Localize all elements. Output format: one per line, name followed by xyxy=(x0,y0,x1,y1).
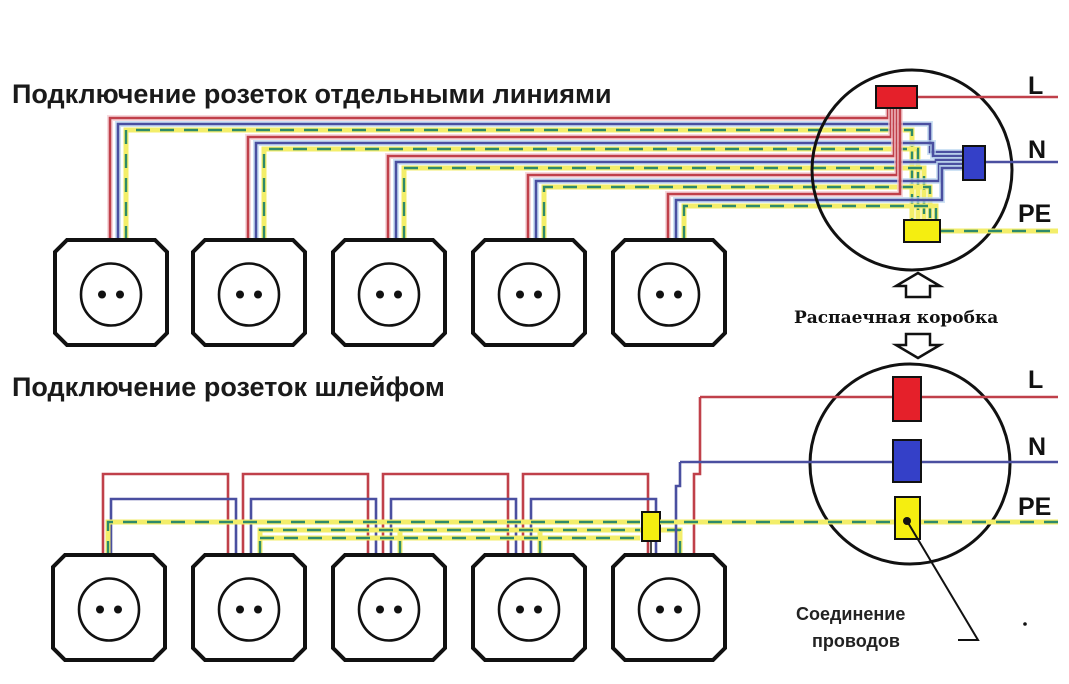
live-jumper-1 xyxy=(101,472,230,555)
socket-bottom-2 xyxy=(191,553,307,662)
connection-note-line2: проводов xyxy=(812,631,900,651)
label-earth-top: PE xyxy=(1018,200,1051,228)
socket-face-icon xyxy=(77,577,141,642)
earth-wire-5-green xyxy=(682,204,938,240)
socket-pin-icon xyxy=(116,290,124,299)
socket-face-icon xyxy=(217,262,281,327)
socket-pin-icon xyxy=(96,605,104,614)
socket-pin-icon xyxy=(376,290,384,299)
bottom-junction-box: L N PE Соединение проводов xyxy=(660,362,1058,651)
socket-pin-icon xyxy=(534,290,542,299)
socket-top-4 xyxy=(471,238,587,347)
socket-pin-icon xyxy=(516,290,524,299)
junction-box-caption: Распаечная коробка xyxy=(794,271,998,360)
socket-pin-icon xyxy=(254,290,262,299)
socket-face-icon xyxy=(217,577,281,642)
socket-pin-icon xyxy=(674,290,682,299)
socket-face-icon xyxy=(637,262,701,327)
label-live-top: L xyxy=(1028,72,1043,100)
socket-pin-icon xyxy=(98,290,106,299)
socket-face-icon xyxy=(79,262,143,327)
neutral-jumper-2 xyxy=(249,497,378,555)
label-live-bottom: L xyxy=(1028,366,1043,394)
top-junction-box: L N PE xyxy=(810,68,1058,272)
neutral-wire-1 xyxy=(116,122,963,240)
arrow-down-icon xyxy=(891,332,945,360)
socket-pin-icon xyxy=(674,605,682,614)
neutral-jumper-3 xyxy=(389,497,518,555)
socket-pin-icon xyxy=(376,605,384,614)
socket-face-icon xyxy=(357,577,421,642)
label-earth-bottom: PE xyxy=(1018,493,1051,521)
earth-drop-4-yellow xyxy=(537,527,640,555)
top-section-title: Подключение розеток отдельными линиями xyxy=(12,79,612,109)
socket-pin-icon xyxy=(516,605,524,614)
socket-pin-icon xyxy=(534,605,542,614)
earth-wire-5-yellow xyxy=(681,203,939,240)
live-jumper-3 xyxy=(381,472,510,555)
earth-wire-3-green xyxy=(402,166,926,240)
socket-pin-icon xyxy=(236,290,244,299)
socket-top-1 xyxy=(53,238,169,347)
socket-bottom-1 xyxy=(51,553,167,662)
live-wire-5 xyxy=(666,108,902,240)
neutral-wire-2 xyxy=(254,141,963,240)
connection-note-line1: Соединение xyxy=(796,604,905,624)
top-wiring-group xyxy=(107,108,963,240)
earth-wire-4-green xyxy=(542,185,932,240)
socket-top-5 xyxy=(611,238,727,347)
pointer-line xyxy=(906,520,980,641)
socket-pin-icon xyxy=(254,605,262,614)
socket-face-icon xyxy=(497,577,561,642)
earth-bus-main-green xyxy=(106,520,640,555)
socket-bottom-3 xyxy=(331,553,447,662)
socket-face-icon xyxy=(357,262,421,327)
socket-bottom-4 xyxy=(471,553,587,662)
socket-pin-icon xyxy=(236,605,244,614)
neutral-terminal-block xyxy=(962,145,986,181)
socket-pin-icon xyxy=(394,290,402,299)
earth-drop-4-green xyxy=(538,528,640,555)
earth-drop-2-green xyxy=(258,528,640,555)
socket-pin-icon xyxy=(114,605,122,614)
socket-face-icon xyxy=(497,262,561,327)
stray-dot xyxy=(1023,622,1027,626)
junction-box-circle xyxy=(810,68,1014,272)
arrow-up-icon xyxy=(891,271,945,299)
earth-drop-3-green xyxy=(398,528,640,555)
socket-pin-icon xyxy=(394,605,402,614)
neutral-jumper-4 xyxy=(529,497,658,555)
earth-drop-3-yellow xyxy=(397,527,640,555)
label-neutral-bottom: N xyxy=(1028,433,1046,461)
neutral-wire-5 xyxy=(674,166,963,240)
live-terminal-block xyxy=(875,85,918,109)
socket-bottom-5 xyxy=(611,553,727,662)
junction-box-circle-bottom xyxy=(808,362,1012,566)
label-neutral-top: N xyxy=(1028,136,1046,164)
bottom-socket-row xyxy=(51,553,727,662)
socket-face-icon xyxy=(637,577,701,642)
neutral-jumper-1 xyxy=(109,497,238,555)
socket-pin-icon xyxy=(656,605,664,614)
live-jumper-2 xyxy=(241,472,370,555)
bottom-wiring-group xyxy=(101,397,702,555)
socket-pin-icon xyxy=(656,290,664,299)
bottom-section-title: Подключение розеток шлейфом xyxy=(12,372,445,402)
top-socket-row xyxy=(53,238,727,347)
junction-box-label: Распаечная коробка xyxy=(794,308,998,328)
earth-drop-2-yellow xyxy=(257,527,640,555)
socket-top-2 xyxy=(191,238,307,347)
earth-terminal-block xyxy=(903,219,941,243)
live-terminal-block-bottom xyxy=(892,376,922,422)
socket-top-3 xyxy=(331,238,447,347)
earth-connector-block xyxy=(641,511,661,542)
neutral-terminal-block-bottom xyxy=(892,439,922,483)
live-supply-link xyxy=(692,397,702,555)
earth-wire-1-green xyxy=(124,128,914,240)
